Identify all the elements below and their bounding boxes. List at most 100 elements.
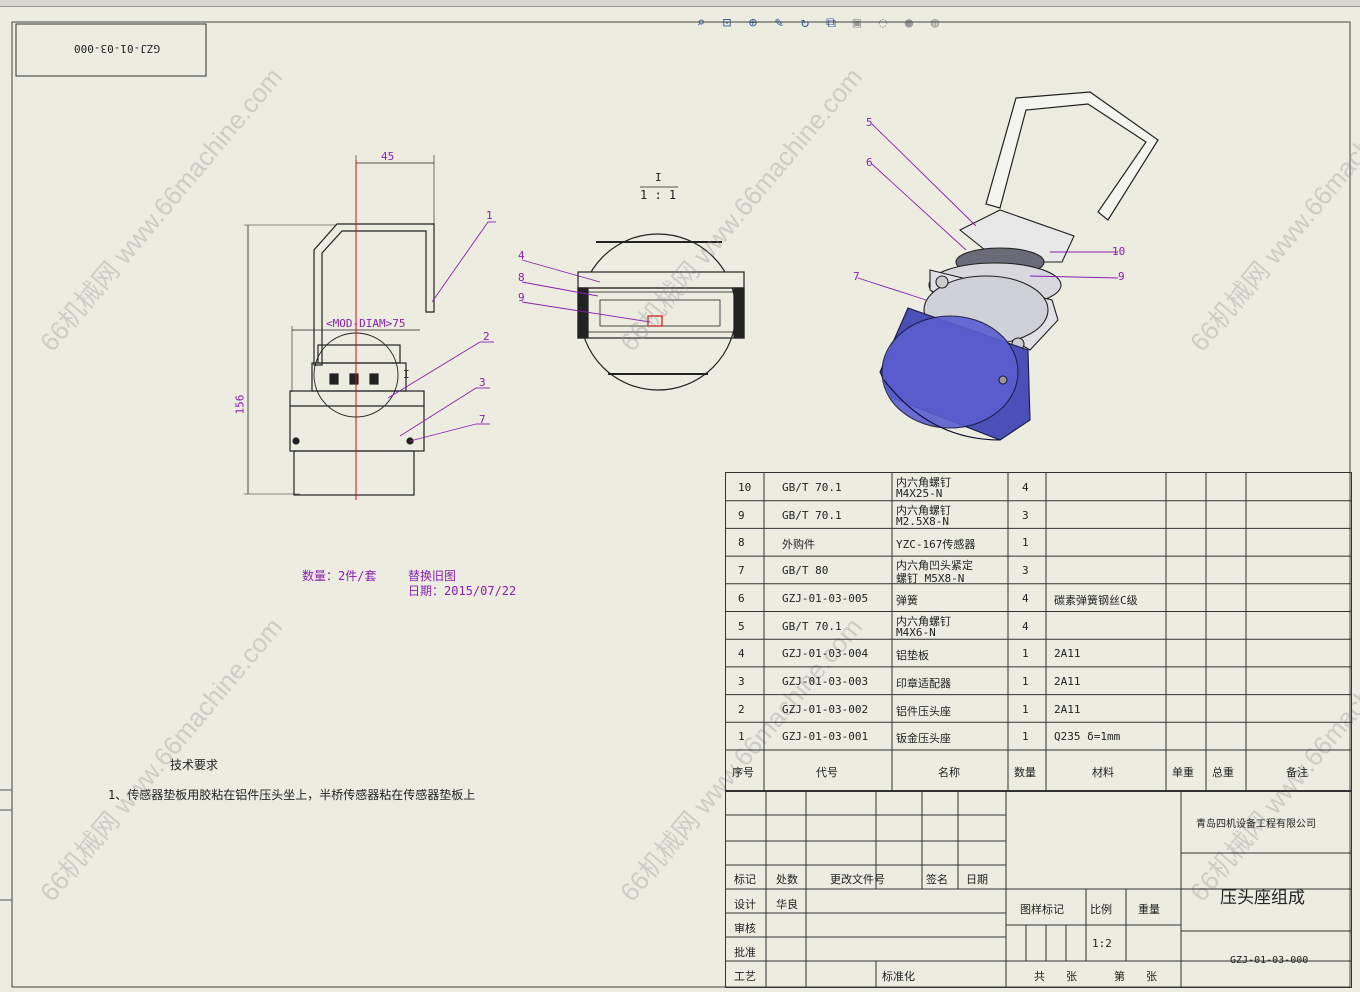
bom-row-qty: 4 [1022, 619, 1029, 633]
display-style-icon[interactable]: ▣ [852, 15, 862, 31]
bom-row-qty: 1 [1022, 730, 1029, 744]
tb-change-doc: 更改文件号 [830, 873, 885, 886]
bom-header-mat: 材料 [1092, 766, 1114, 779]
bom-row-code: GB/T 80 [782, 564, 829, 578]
bom-row-name-line2: 螺钉 M5X8-N [896, 572, 965, 586]
bom-row-no: 1 [738, 730, 745, 744]
bom-row-name: 印章适配器 [896, 676, 951, 690]
balloon-front-2: 2 [483, 330, 490, 343]
tech-line-1: 1、传感器垫板用胶粘在铝件压头坐上，半桥传感器粘在传感器垫板上 [108, 788, 476, 802]
zoom-to-fit-icon[interactable]: ⌕ [696, 15, 706, 31]
tb-approve: 批准 [734, 946, 756, 959]
bom-row-no: 4 [738, 647, 745, 661]
tb-sheet-no: 第 [1114, 970, 1125, 983]
scene-icon[interactable]: ◍ [930, 15, 940, 31]
tb-standard: 标准化 [882, 970, 915, 983]
bom-row-code: GZJ-01-03-001 [782, 730, 869, 744]
bom-row-name: 钣金压头座 [896, 732, 951, 746]
balloon-iso-6: 6 [866, 156, 873, 169]
bom-row-name-line2: M4X6-N [896, 625, 936, 639]
bom-row-qty: 4 [1022, 591, 1029, 605]
bom-row-material: 2A11 [1054, 647, 1081, 661]
drawing-title: 压头座组成 [1220, 888, 1305, 907]
balloon-iso-7: 7 [853, 270, 860, 283]
tb-stage-mark: 图样标记 [1020, 903, 1064, 916]
bom-row-material: 2A11 [1054, 702, 1081, 716]
bom-row-code: GZJ-01-03-004 [782, 647, 869, 661]
title-block: 青岛四机设备工程有限公司 压头座组成 GZJ-01-03-000 标记 处数 更… [725, 790, 1352, 988]
bom-row-name-line1: 内六角凹头紧定 [896, 559, 973, 573]
bom-row-qty: 1 [1022, 702, 1029, 716]
pan-icon[interactable]: ✎ [774, 15, 784, 31]
bom-row-no: 8 [738, 536, 745, 550]
bom-header-unit-weight: 单重 [1172, 766, 1194, 779]
title-grid [726, 791, 1351, 987]
appearance-icon[interactable]: ● [904, 15, 914, 31]
bom-row-qty: 1 [1022, 674, 1029, 688]
tb-sheets-2: 张 [1146, 970, 1157, 983]
bom-row-code: GB/T 70.1 [782, 619, 842, 633]
balloon-front-1: 1 [486, 209, 493, 222]
detail-scale-label: 1 : 1 [640, 188, 677, 202]
view-orientation-icon[interactable]: ⧉ [826, 15, 836, 31]
balloon-detail-4: 4 [518, 249, 525, 262]
drawing-number: GZJ-01-03-000 [1230, 955, 1309, 966]
bom-row-no: 2 [738, 702, 745, 716]
bom-row-name: 弹簧 [896, 593, 918, 607]
bom-header-qty: 数量 [1014, 766, 1036, 779]
detail-view [577, 186, 745, 391]
company-name: 青岛四机设备工程有限公司 [1196, 819, 1316, 830]
bom-row-no: 3 [738, 674, 745, 688]
tb-process: 工艺 [734, 970, 756, 983]
tech-title: 技术要求 [170, 758, 219, 772]
bom-row-material: 2A11 [1054, 674, 1081, 688]
bom-row-code: GZJ-01-03-003 [782, 674, 869, 688]
tb-date: 日期 [966, 873, 988, 886]
rotate-icon[interactable]: ↻ [800, 15, 810, 31]
dim-width-label: 45 [381, 150, 395, 163]
dim-height-label: 156 [233, 394, 247, 415]
bom-row-name-line2: M2.5X8-N [896, 514, 949, 528]
bom-row-code: GB/T 70.1 [782, 508, 842, 522]
bom-row-code: GB/T 70.1 [782, 481, 842, 494]
bom-header-total-weight: 总重 [1212, 766, 1234, 779]
bom-row-no: 7 [738, 564, 745, 578]
zoom-in-out-icon[interactable]: ⊕ [748, 15, 758, 31]
bom-row-no: 10 [738, 481, 752, 494]
detail-label: I [655, 171, 662, 184]
bom-row-qty: 3 [1022, 508, 1029, 522]
zoom-area-icon[interactable]: ⊡ [722, 15, 732, 31]
bom-row-material: 碳素弹簧钢丝C级 [1054, 593, 1138, 607]
balloon-detail-9: 9 [518, 291, 525, 304]
bom-row-qty: 4 [1022, 481, 1029, 494]
bom-row-name-line1: 内六角螺钉 [896, 476, 951, 489]
hide-show-icon[interactable]: ◌ [878, 15, 888, 31]
bom-row-name: 铝件压头座 [896, 704, 951, 718]
tb-zones: 处数 [776, 873, 798, 886]
bom-row-material: Q235 δ=1mm [1054, 730, 1121, 744]
corner-code: GZJ-01-03-000 [74, 42, 161, 55]
bom-row-no: 5 [738, 619, 745, 633]
tb-designer: 华良 [776, 898, 798, 911]
balloon-detail-8: 8 [518, 271, 525, 284]
date-note: 日期：2015/07/22 [408, 584, 517, 598]
bom-header-code: 代号 [816, 766, 838, 779]
isometric-view [879, 91, 1159, 441]
tb-mark: 标记 [734, 873, 756, 886]
bom-row-name-line1: 内六角螺钉 [896, 503, 951, 517]
bom-row-code: 外购件 [782, 538, 815, 552]
bom-row-code: GZJ-01-03-002 [782, 702, 869, 716]
balloon-iso-5: 5 [866, 116, 873, 129]
balloon-front-3: 3 [479, 376, 486, 389]
dim-diam-label: <MOD-DIAM>75 [326, 317, 406, 330]
bom-header-name: 名称 [938, 766, 960, 779]
section-mark-label: I [403, 368, 410, 381]
bom-row-no: 6 [738, 591, 745, 605]
heads-up-view-toolbar: ⌕ ⊡ ⊕ ✎ ↻ ⧉ ▣ ◌ ● ◍ [690, 12, 946, 38]
tb-sheets: 张 [1066, 970, 1077, 983]
tb-design: 设计 [734, 898, 756, 911]
balloon-iso-9: 9 [1118, 270, 1125, 283]
